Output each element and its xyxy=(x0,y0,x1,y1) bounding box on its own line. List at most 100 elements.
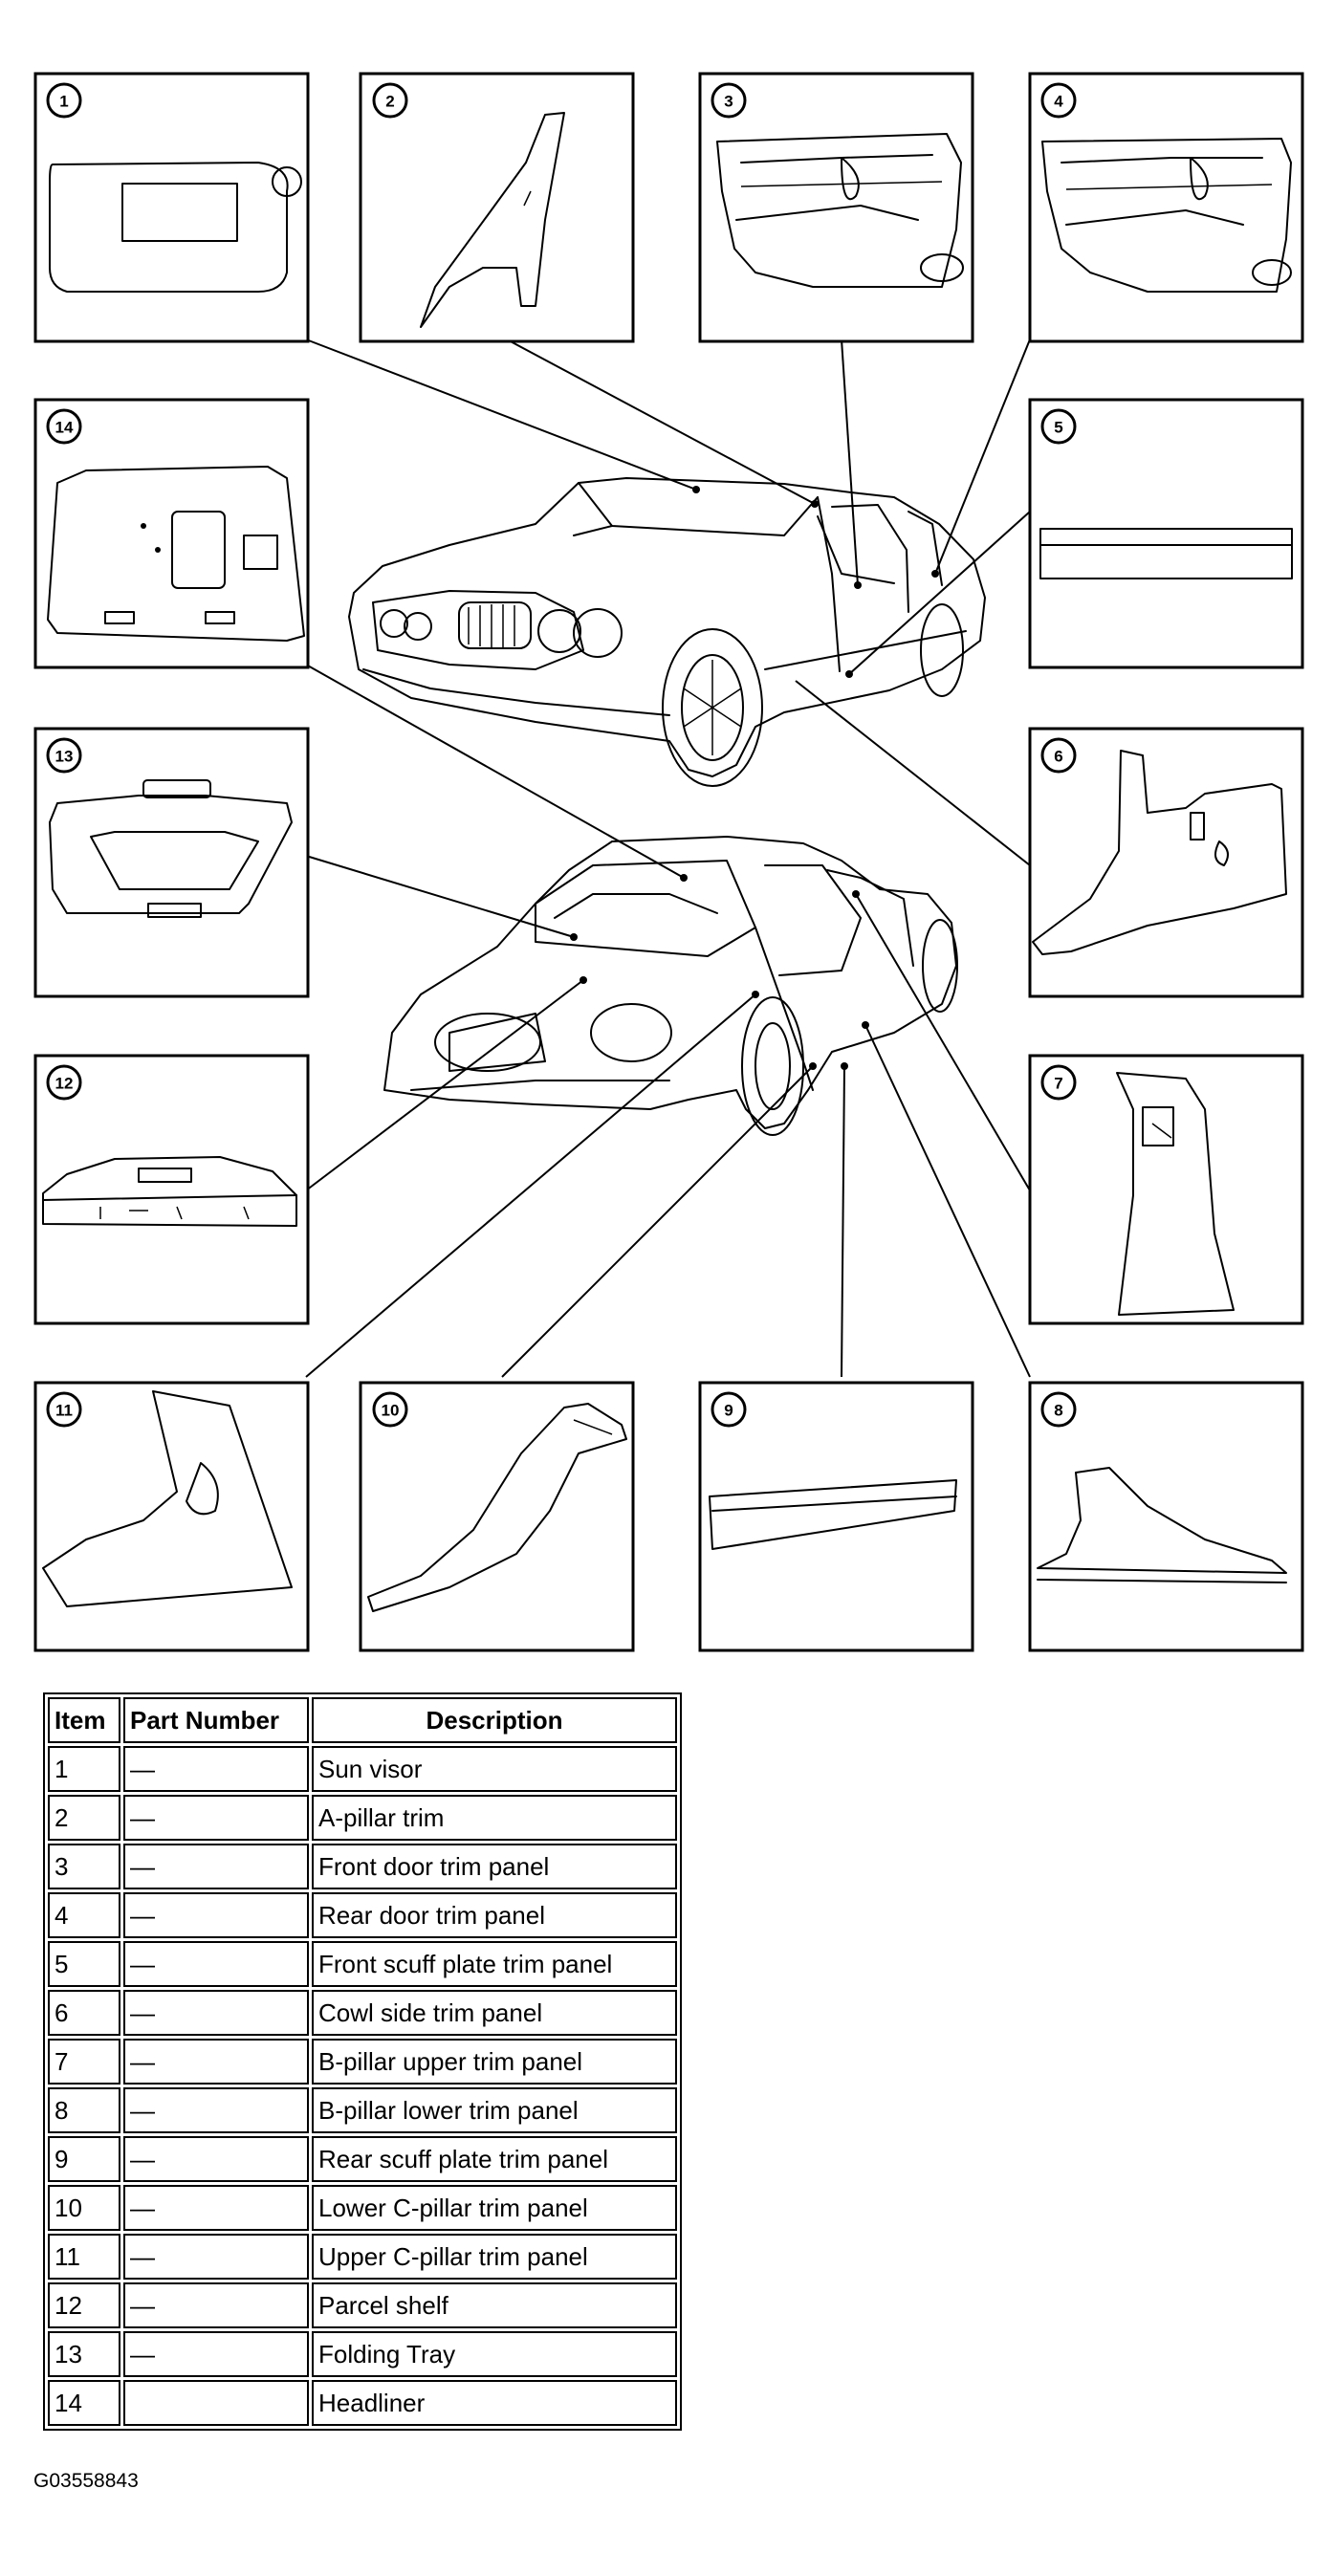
cell-part-number: — xyxy=(123,1844,309,1889)
callout-4: 4 xyxy=(1040,82,1077,119)
callout-12: 12 xyxy=(46,1064,82,1101)
cell-part-number: — xyxy=(123,1795,309,1841)
table-row: 10—Lower C-pillar trim panel xyxy=(48,2185,677,2231)
callout-1: 1 xyxy=(46,82,82,119)
header-description: Description xyxy=(312,1697,677,1743)
cell-part-number xyxy=(123,2380,309,2426)
table-row: 2—A-pillar trim xyxy=(48,1795,677,1841)
part-box-11 xyxy=(33,1381,310,1652)
cell-description: Upper C-pillar trim panel xyxy=(312,2234,677,2280)
table-row: 8—B-pillar lower trim panel xyxy=(48,2087,677,2133)
part-box-12 xyxy=(33,1054,310,1325)
cell-description: Front scuff plate trim panel xyxy=(312,1941,677,1987)
table-row: 5—Front scuff plate trim panel xyxy=(48,1941,677,1987)
cell-description: Headliner xyxy=(312,2380,677,2426)
table-row: 14 Headliner xyxy=(48,2380,677,2426)
figure-id: G03558843 xyxy=(33,2470,139,2492)
cell-item: 12 xyxy=(48,2282,120,2328)
leader-lines xyxy=(305,338,1031,1378)
callout-7: 7 xyxy=(1040,1064,1077,1101)
part-box-14 xyxy=(33,398,310,669)
parts-table: Item Part Number Description 1—Sun visor… xyxy=(43,1692,682,2431)
cell-part-number: — xyxy=(123,1990,309,2036)
table-row: 11—Upper C-pillar trim panel xyxy=(48,2234,677,2280)
cell-item: 1 xyxy=(48,1746,120,1792)
callout-3: 3 xyxy=(711,82,747,119)
cell-item: 3 xyxy=(48,1844,120,1889)
callout-13: 13 xyxy=(46,737,82,774)
callout-2: 2 xyxy=(372,82,408,119)
cell-part-number: — xyxy=(123,1746,309,1792)
svg-text:14: 14 xyxy=(55,419,74,437)
svg-text:3: 3 xyxy=(724,93,733,111)
cell-item: 9 xyxy=(48,2136,120,2182)
cell-description: B-pillar lower trim panel xyxy=(312,2087,677,2133)
cell-item: 8 xyxy=(48,2087,120,2133)
cell-part-number: — xyxy=(123,1892,309,1938)
part-box-1 xyxy=(33,72,310,343)
svg-text:7: 7 xyxy=(1054,1075,1062,1093)
part-box-7 xyxy=(1028,1054,1304,1325)
table-row: 9—Rear scuff plate trim panel xyxy=(48,2136,677,2182)
cell-item: 7 xyxy=(48,2039,120,2085)
cell-part-number: — xyxy=(123,1941,309,1987)
cell-item: 14 xyxy=(48,2380,120,2426)
svg-text:8: 8 xyxy=(1054,1402,1062,1420)
cell-description: Rear door trim panel xyxy=(312,1892,677,1938)
part-box-9 xyxy=(698,1381,974,1652)
svg-text:13: 13 xyxy=(55,748,74,766)
cell-description: Lower C-pillar trim panel xyxy=(312,2185,677,2231)
callout-6: 6 xyxy=(1040,737,1077,774)
table-row: 3—Front door trim panel xyxy=(48,1844,677,1889)
cell-item: 4 xyxy=(48,1892,120,1938)
cell-part-number: — xyxy=(123,2087,309,2133)
table-header-row: Item Part Number Description xyxy=(48,1697,677,1743)
svg-text:9: 9 xyxy=(724,1402,733,1420)
cell-item: 6 xyxy=(48,1990,120,2036)
part-box-3 xyxy=(698,72,974,343)
cell-description: B-pillar upper trim panel xyxy=(312,2039,677,2085)
header-part-number: Part Number xyxy=(123,1697,309,1743)
svg-text:12: 12 xyxy=(55,1075,74,1093)
callout-5: 5 xyxy=(1040,408,1077,445)
cell-description: Sun visor xyxy=(312,1746,677,1792)
part-box-5 xyxy=(1028,398,1304,669)
cell-item: 10 xyxy=(48,2185,120,2231)
part-box-2 xyxy=(359,72,635,343)
callout-badges: 1 2 3 4 5 6 7 8 9 10 11 12 13 14 xyxy=(46,82,1077,1428)
table-row: 13—Folding Tray xyxy=(48,2331,677,2377)
cell-item: 5 xyxy=(48,1941,120,1987)
cell-part-number: — xyxy=(123,2039,309,2085)
part-box-4 xyxy=(1028,72,1304,343)
cell-description: Cowl side trim panel xyxy=(312,1990,677,2036)
cell-part-number: — xyxy=(123,2331,309,2377)
cell-description: Parcel shelf xyxy=(312,2282,677,2328)
table-row: 4—Rear door trim panel xyxy=(48,1892,677,1938)
cell-description: Rear scuff plate trim panel xyxy=(312,2136,677,2182)
part-box-8 xyxy=(1028,1381,1304,1652)
part-box-6 xyxy=(1028,727,1304,998)
table-row: 1—Sun visor xyxy=(48,1746,677,1792)
callout-8: 8 xyxy=(1040,1391,1077,1428)
cell-item: 11 xyxy=(48,2234,120,2280)
parts-diagram: 1 2 3 4 5 6 7 8 9 10 11 12 13 14 xyxy=(33,72,1304,1652)
callout-9: 9 xyxy=(711,1391,747,1428)
part-box-13 xyxy=(33,727,310,998)
svg-text:11: 11 xyxy=(55,1402,73,1420)
vehicle-front-view xyxy=(348,477,986,787)
header-item: Item xyxy=(48,1697,120,1743)
table-row: 6—Cowl side trim panel xyxy=(48,1990,677,2036)
cell-description: A-pillar trim xyxy=(312,1795,677,1841)
cell-description: Front door trim panel xyxy=(312,1844,677,1889)
svg-text:4: 4 xyxy=(1054,93,1063,111)
callout-10: 10 xyxy=(372,1391,408,1428)
svg-text:2: 2 xyxy=(385,93,394,111)
cell-part-number: — xyxy=(123,2136,309,2182)
cell-description: Folding Tray xyxy=(312,2331,677,2377)
cell-part-number: — xyxy=(123,2185,309,2231)
svg-text:10: 10 xyxy=(382,1402,400,1420)
svg-text:5: 5 xyxy=(1054,419,1062,437)
svg-text:6: 6 xyxy=(1054,748,1062,766)
cell-item: 2 xyxy=(48,1795,120,1841)
